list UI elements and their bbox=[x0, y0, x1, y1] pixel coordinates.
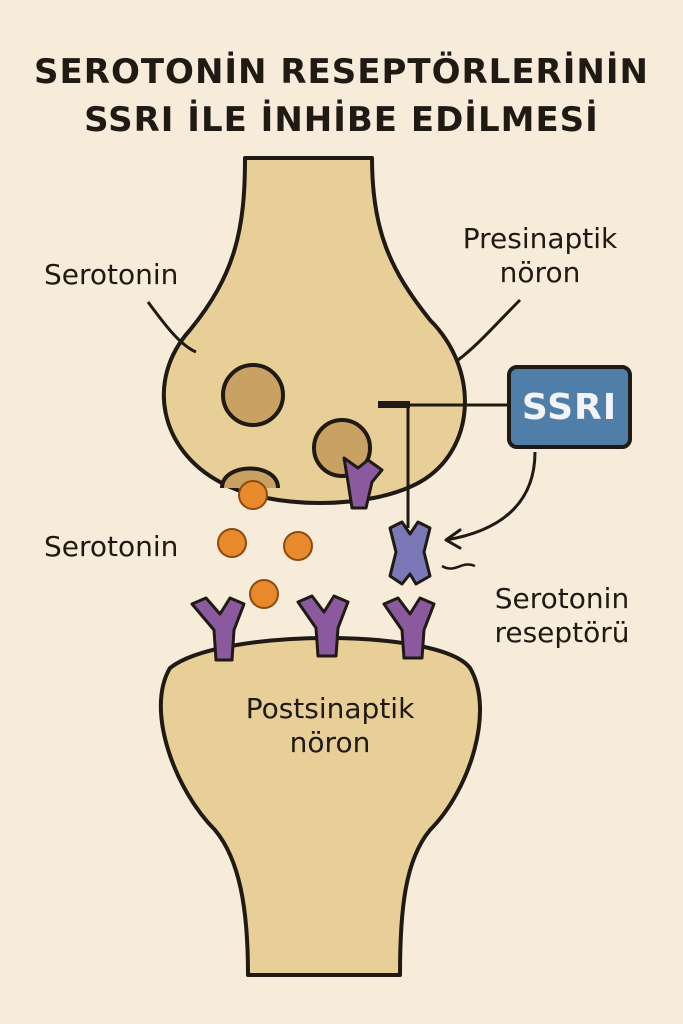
postsynaptic-receptor bbox=[190, 596, 246, 662]
serotonin-mid-label: Serotonin bbox=[44, 530, 179, 563]
presynaptic-label-line1: Presinaptik bbox=[462, 222, 618, 255]
postsynaptic-label: Postsinaptik nöron bbox=[205, 692, 455, 760]
ssri-arrowhead bbox=[444, 528, 462, 550]
postsynaptic-neuron bbox=[158, 636, 482, 977]
serotonin-molecule bbox=[249, 579, 279, 609]
receptor-label-line2: reseptörü bbox=[494, 616, 630, 649]
blocked-receptor bbox=[388, 520, 432, 586]
serotonin-molecule bbox=[238, 480, 268, 510]
serotonin-molecule bbox=[217, 528, 247, 558]
presynaptic-leader bbox=[457, 298, 522, 362]
vesicle bbox=[312, 418, 372, 478]
ssri-marker bbox=[378, 401, 410, 408]
presynaptic-label-line2: nöron bbox=[499, 256, 581, 289]
postsynaptic-receptor bbox=[296, 594, 350, 658]
presynaptic-label: Presinaptik nöron bbox=[440, 222, 640, 290]
ssri-box bbox=[507, 365, 632, 449]
receptor-label: Serotonin reseptörü bbox=[462, 582, 662, 650]
serotonin-top-leader bbox=[146, 301, 197, 354]
serotonin-molecule bbox=[283, 531, 313, 561]
title-line-1: SEROTONİN RESEPTÖRLERİNİN bbox=[34, 52, 649, 92]
ssri-line bbox=[406, 403, 508, 528]
vesicle bbox=[221, 363, 285, 427]
receptor-tilde bbox=[441, 563, 476, 570]
postsynaptic-receptor bbox=[382, 596, 436, 660]
ssri-label: SSRI bbox=[521, 386, 618, 428]
presynaptic-receptor bbox=[342, 456, 384, 510]
receptor-label-line1: Serotonin bbox=[494, 582, 630, 615]
title-line-2: SSRI İLE İNHİBE EDİLMESİ bbox=[84, 100, 599, 140]
serotonin-top-label: Serotonin bbox=[44, 258, 179, 291]
vesicle-releasing bbox=[220, 466, 280, 489]
postsynaptic-label-line2: nöron bbox=[289, 726, 371, 759]
ssri-arrow bbox=[445, 451, 537, 542]
postsynaptic-label-line1: Postsinaptik bbox=[245, 692, 415, 725]
